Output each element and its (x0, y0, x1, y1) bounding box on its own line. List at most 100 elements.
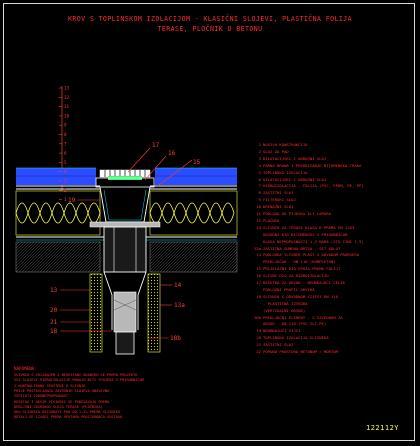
legend-number: 6 (258, 176, 261, 182)
drawing-title-line2: TERASE, PLOČNIK U BETONU (157, 25, 263, 33)
legend-number: 7 (258, 183, 261, 189)
callout-17: 17 (152, 142, 160, 149)
callout-14: 14 (174, 282, 182, 289)
legend-text: NEHRĐAJUĆI VIJCI (263, 328, 301, 334)
callout-18: 18 (50, 328, 58, 335)
layer-number-stack: 13 12 11 10 9 8 7 6 5 4 3 2 1 (59, 86, 70, 202)
layer-number: 2 (64, 188, 67, 193)
legend-text: SLIVNIK S ODVODNOM CIJEVI DN 110 (263, 293, 338, 299)
legend-text: REŠETKA ZA ODVOD - NEHRĐAJUĆI ČELIK (263, 280, 345, 285)
legend-number: 12 (256, 217, 261, 223)
drawing-title-line1: KROV S TOPLINSKOM IZOLACIJOM - KLASIČNI … (67, 15, 353, 23)
legend-number: 8 (258, 190, 261, 196)
legend-number: 5 (258, 169, 261, 175)
legend-number: 3 (258, 155, 261, 161)
legend-number: 15 (256, 266, 261, 272)
note-line: DETALJ SE IZVODI PREMA UPUTAMA PROIZVOĐA… (14, 415, 123, 420)
legend-text: ZAŠTITNI SLOJ (263, 342, 294, 348)
layer-number: 11 (64, 104, 70, 109)
legend-text: DRENAŽNI SLOJ (263, 204, 294, 210)
legend-number: 2 (258, 148, 261, 154)
legend-number: 9 (258, 197, 261, 203)
layer-number: 12 (64, 95, 70, 100)
legend-text: PRIKLJUČAK - DN 110 (KOMPLETAN) (263, 259, 336, 265)
layer-number: 3 (64, 179, 67, 184)
legend-number: 11 (256, 211, 261, 216)
legend-text: ZAŠTITNA GUMENA BRTVA - SET KOLUT (263, 245, 341, 251)
callout-15: 15 (193, 159, 201, 166)
legend-text: TOPLINSKA IZOLACIJA (263, 169, 308, 175)
note-line: PRIJE POSTAVLJANJA ZAVRŠNIH SLOJEVA OBAV… (14, 388, 110, 393)
legend-text: FILTERSKI SLOJ (263, 197, 296, 203)
callout-21: 21 (50, 319, 58, 326)
membranes (16, 185, 237, 190)
note-line: OKO SLIVNIKA OSIGURATI PAD OD 1-2% PREMA… (14, 410, 121, 415)
layer-number: 6 (64, 151, 67, 156)
legend-text: PLOČNIK (263, 217, 280, 223)
legend-text: ODVODNI DIO BITUMENSKI S PRIRUBNICOM (263, 231, 348, 237)
legend-text: PARNA BRANA I PREKRIVANJE BITUMENSKA TRA… (263, 162, 362, 168)
callout-16: 16 (168, 150, 176, 157)
layer-number: 4 (64, 169, 67, 174)
callout-18b: 18b (170, 335, 181, 342)
notes-title: NAPOMENA: (14, 366, 37, 371)
legend-number: 22 (256, 349, 261, 354)
legend-text: ZAŠTITNI SLOJ (263, 190, 294, 196)
legend-number: 4 (258, 162, 261, 168)
legend-number: 18b (253, 314, 261, 320)
legend-text: PRIKLJUČNI ELEMENT - S IZVEDBOM ZA (263, 314, 343, 320)
callout-19: 19 (68, 197, 76, 204)
legend-text: - PLASTIČNA IZVEDBA (263, 300, 308, 306)
note-line: I KONTROLIRANO SPUŠTENI U SLIVNIK (14, 383, 86, 388)
layer-number: 9 (64, 123, 67, 128)
legend-text: (VERTIKALNI ODVOD) (263, 307, 306, 313)
legend-text: POPUNA PROSTORA BETONOM / MORTOM (263, 349, 338, 354)
note-line: SVI SLOJEVI HIDROIZOLACIJE MORAJU BITI S… (14, 378, 144, 383)
legend-text: PODLOŽNI PROFIL OKVIRA (263, 286, 315, 292)
callout-leaders (60, 147, 193, 339)
legend-number: 17 (256, 280, 261, 285)
legend-text: KLASA NEPROPUSNOSTI 1,5 BARA (ŠTO ČINI 1… (263, 238, 364, 244)
layer-number: 8 (64, 132, 67, 137)
layer-number: 10 (64, 113, 70, 118)
legend-number: 1 (258, 142, 261, 147)
layer-number: 13 (64, 86, 70, 91)
layer-number: 5 (64, 160, 67, 165)
legend-text: NOSIVA KONSTRUKCIJA (263, 142, 308, 147)
legend-number: 16 (256, 273, 261, 279)
drawing-frame (3, 3, 415, 441)
callout-13a: 13a (174, 302, 185, 309)
callout-20: 20 (50, 307, 58, 314)
note-line: SLIVNIK S GRIJANJEM I NEGRIJANI ODABIRU … (14, 373, 138, 377)
note-line: ISPITATI VODONEPROPUSNOST (14, 394, 69, 399)
legend-number: 13a (253, 245, 261, 251)
legend-text: PRIJELAZNI DIO SPOJA PREMA FOLIJI (263, 266, 341, 272)
legend-number: 18 (256, 293, 261, 299)
legend-number: 19 (256, 328, 261, 334)
thermal-insulation (15, 190, 238, 236)
callout-13: 13 (50, 287, 58, 294)
legend-text: ODVOD - DN 110 (PVC ILI PE) (263, 321, 327, 327)
legend-text: DILATACIJSKI I ODRUŠNI SLOJ (263, 155, 327, 161)
layer-number: 7 (64, 141, 67, 146)
drain-body (89, 169, 161, 355)
legend-number: 13 (256, 224, 261, 230)
load-bearing-slab (15, 241, 238, 273)
legend-text: HIDROIZOLACIJA - FOLIJA (PVC, EPDM, PE, … (263, 183, 364, 189)
legend-text: PODLOGA OD PIJESKA ILI LAPORA (263, 211, 331, 216)
legend-text: DILATACIJSKI I ODRUŠNI SLOJ (263, 176, 327, 182)
legend-text: SLIVNI DIO ZA HIDROIZOLACIJU (263, 273, 329, 279)
note-line: DEBLJINI ZAVRŠNOG SLOJA TERASE (PLOČNIKA… (14, 404, 103, 409)
legend-number: 21 (256, 342, 261, 348)
legend-number: 14 (256, 252, 261, 258)
note-line: REŠETKA I OKVIR VISINSKI SE PODEŠAVAJU P… (14, 399, 110, 404)
legend-number: 20 (256, 335, 261, 341)
legend-number: 10 (256, 204, 261, 210)
legend-text: SLOJ ZA PAD (263, 148, 289, 154)
layer-number: 1 (64, 197, 67, 202)
legend-text: PODLOŠKA SLIVNIK PLAST S ODVODOM PROMJER… (263, 252, 360, 258)
legend-text: TOPLINSKA IZOLACIJA SLIVNIKA (263, 335, 329, 341)
drawing-code: 122112Y (366, 424, 400, 432)
legend-text: SLIVNIK ZA TERASE KLASA B PREMA EN 1253 (263, 224, 355, 230)
